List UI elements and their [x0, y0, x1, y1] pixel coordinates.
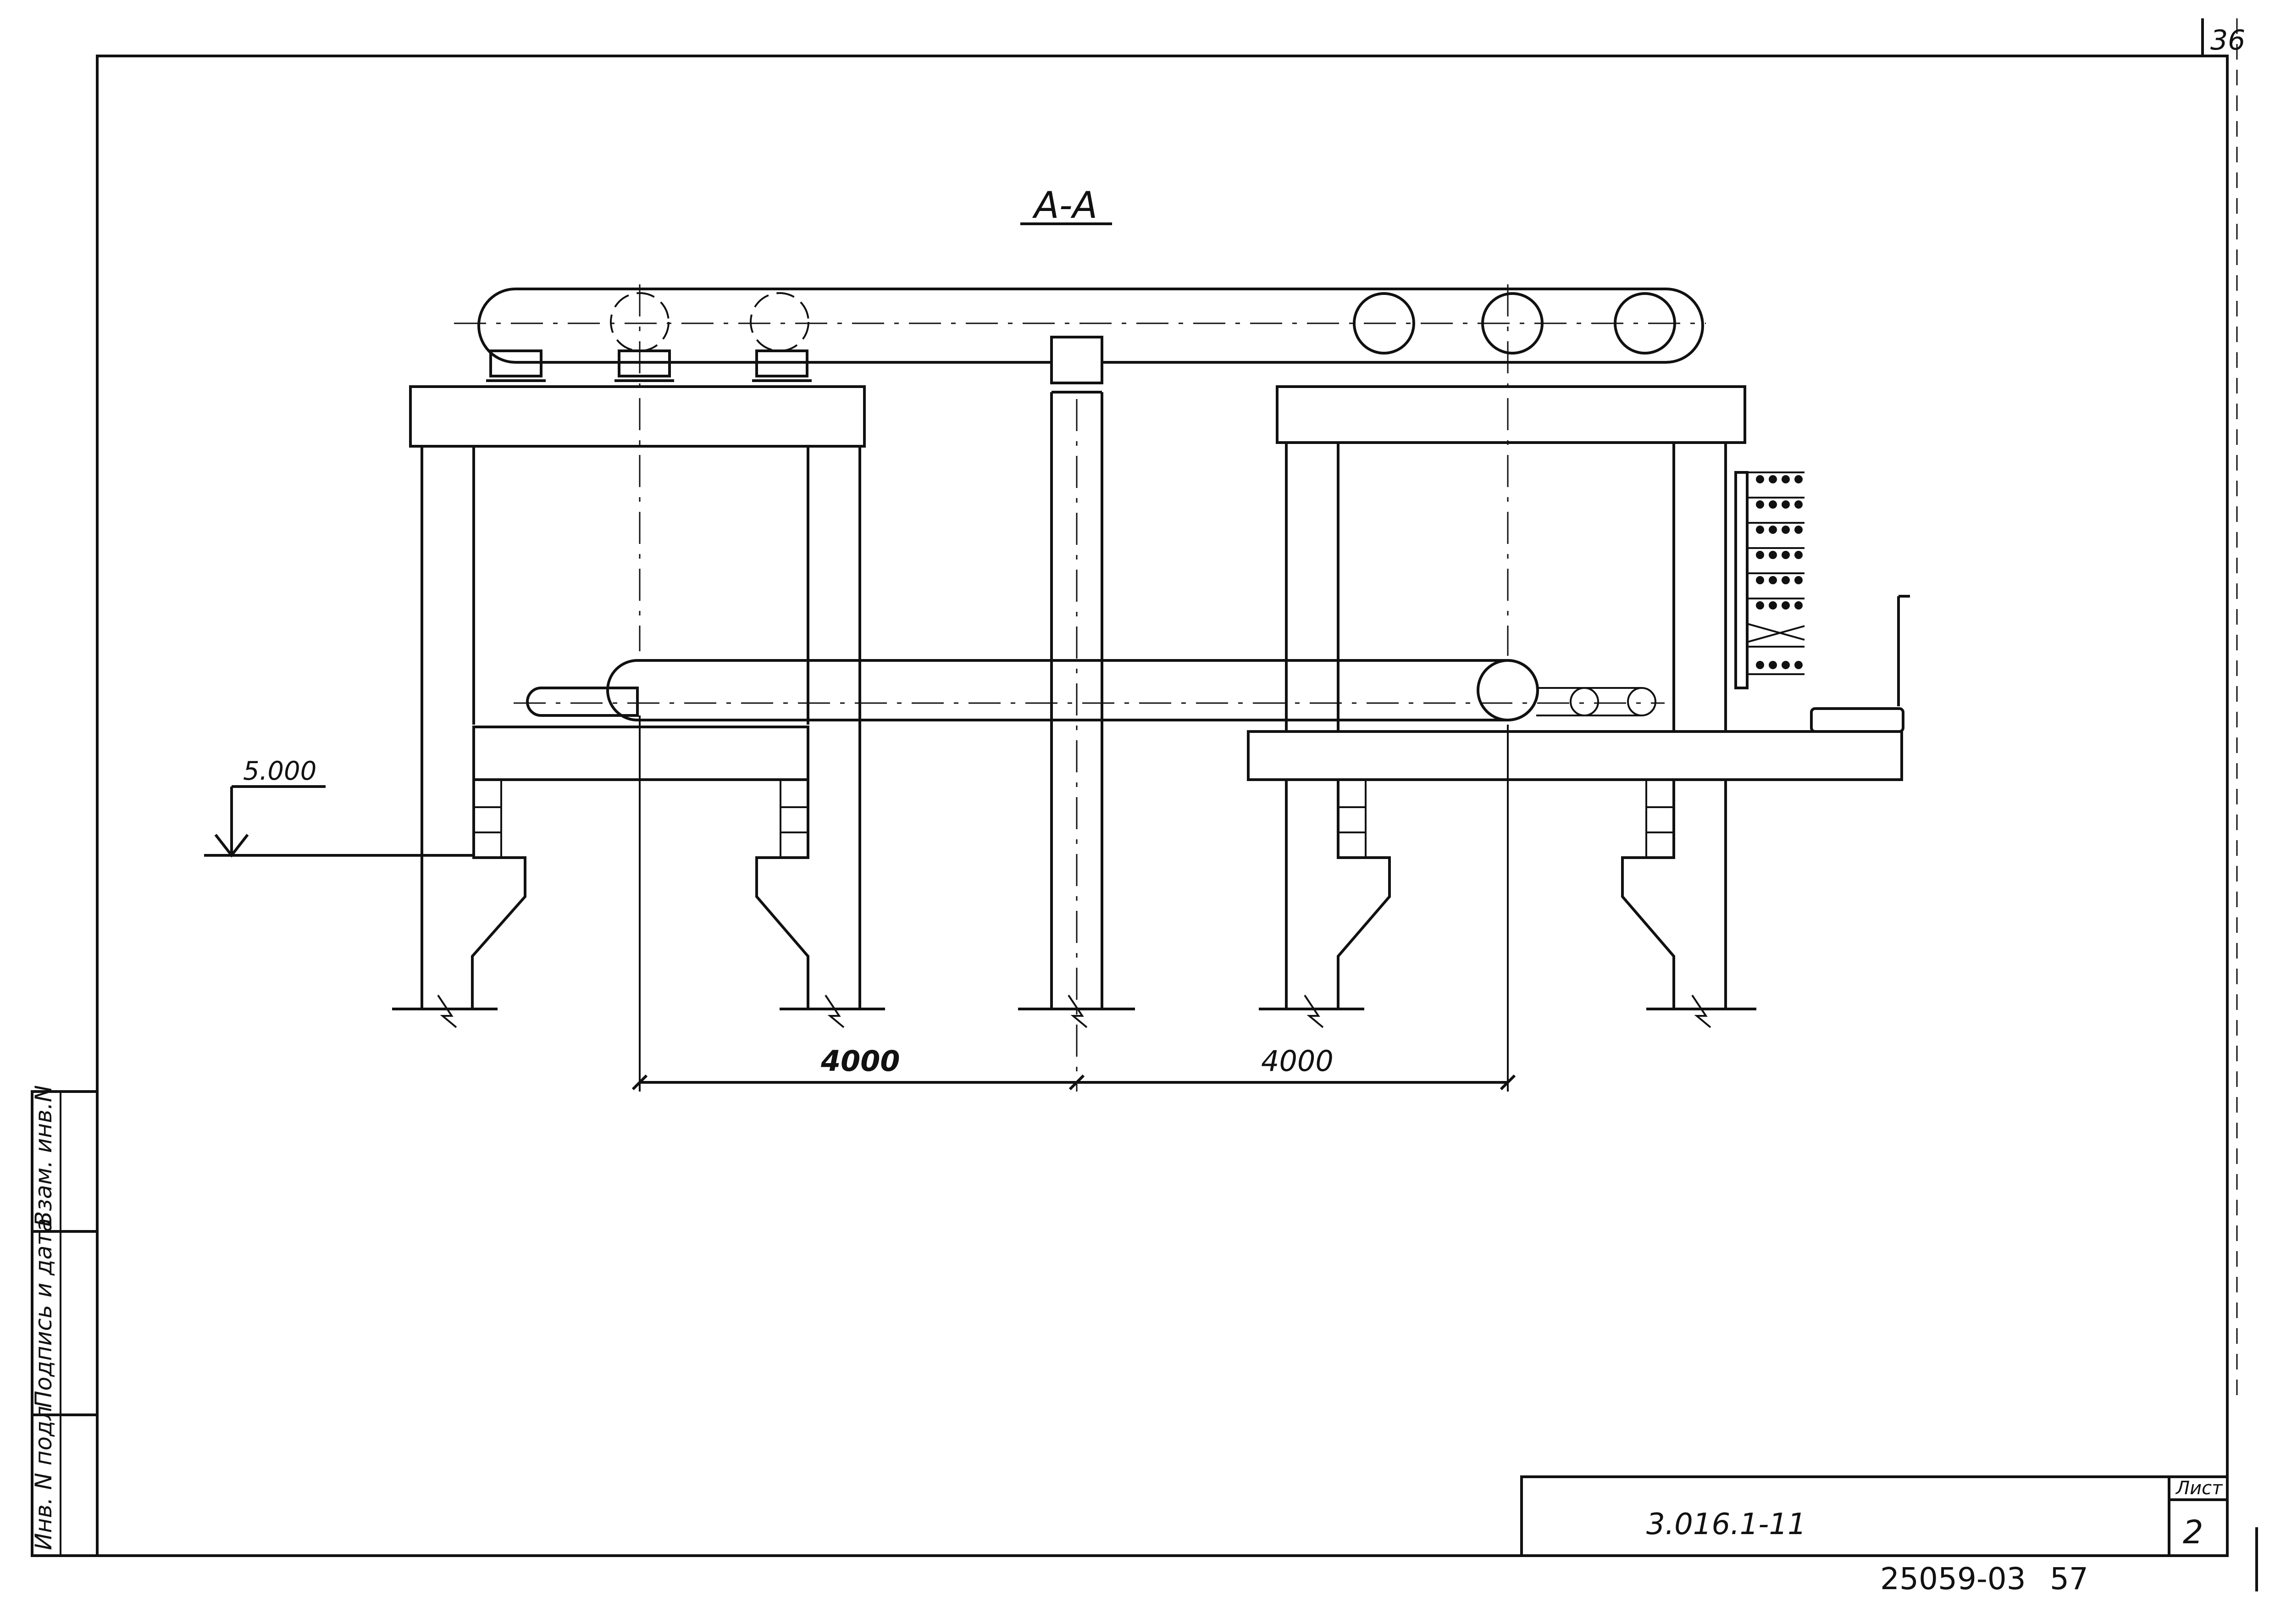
sheet-frame: 36: [96, 18, 2258, 1591]
left-frame: [392, 385, 885, 1028]
right-frame: [1247, 385, 1903, 1028]
elevation-mark: 5.000: [204, 756, 474, 858]
spring-coil-block: [1734, 471, 1910, 733]
section-label-text: А-А: [1032, 184, 1097, 227]
title-block-designation: 3.016.1-11: [1646, 1508, 1806, 1541]
side-stamp-inventory: Инв. N подл: [30, 1406, 57, 1550]
archive-number: 25059-03: [1880, 1561, 2026, 1596]
dimension-right: 4000: [1261, 1044, 1334, 1078]
page-number: 57: [2050, 1561, 2088, 1596]
title-block: 3.016.1-11 Лист 2: [1520, 1475, 2229, 1557]
archive-footer: 25059-03 57: [1880, 1561, 2088, 1596]
side-stamp-replacement: Взам. инв.N: [30, 1085, 57, 1227]
center-axes: [639, 284, 1509, 1092]
spring-dots: [1756, 475, 1803, 669]
dimension-left: 4000: [820, 1044, 900, 1078]
title-block-sheet-number: 2: [2183, 1513, 2203, 1551]
section-label: А-А: [1020, 184, 1112, 227]
sheet-corner-number: 36: [2210, 24, 2245, 56]
dimension-line: 4000 4000: [631, 1044, 1516, 1091]
lower-conveyor: [514, 659, 1665, 721]
side-stamp-signature: Подпись и дата: [30, 1218, 57, 1408]
title-block-sheet-label: Лист: [2175, 1478, 2223, 1499]
central-column: [1018, 391, 1135, 1028]
side-stamp: Инв. N подл Подпись и дата Взам. инв.N: [30, 1085, 99, 1557]
upper-conveyor: [454, 288, 1706, 384]
elevation-mark-value: 5.000: [243, 756, 316, 786]
